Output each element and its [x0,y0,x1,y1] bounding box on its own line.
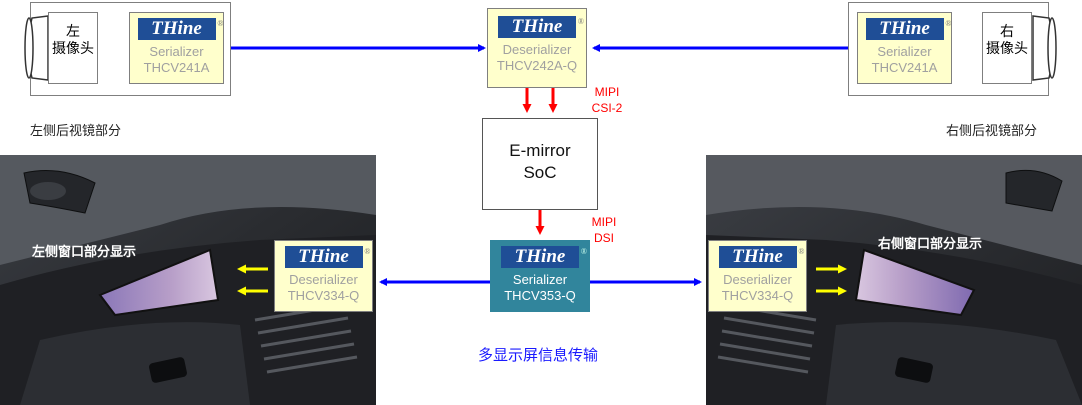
center-serializer-part: THCV353-Q [504,288,576,303]
right-display-yellow-arrows [816,264,847,296]
left-serializer-part: THCV241A [143,60,210,75]
right-display-part: THCV334-Q [721,288,794,303]
center-serializer-role: Serializer [512,272,568,287]
multi-display-caption: 多显示屏信息传输 [478,347,599,364]
right-camera-lens-icon [1032,15,1057,81]
left-display-part: THCV334-Q [287,288,360,303]
right-display-caption: 右侧窗口部分显示 [878,236,983,251]
left-camera-label-2: 摄像头 [52,40,94,56]
right-display-deserializer-chip: THine® Deserializer THCV334-Q [708,240,807,312]
left-display-caption: 左侧窗口部分显示 [32,244,137,259]
e-mirror-soc: E-mirror SoC [482,118,598,210]
left-serializer-role: Serializer [149,44,204,59]
left-display-yellow-arrows [237,264,268,296]
center-deserializer-role: Deserializer [502,42,572,57]
center-deserializer-chip: THine® Deserializer THCV242A-Q [487,8,587,88]
left-display-deserializer-chip: THine® Deserializer THCV334-Q [274,240,373,312]
thine-logo: THine® [718,246,805,268]
right-serializer-role: Serializer [877,44,932,59]
left-camera: 左 摄像头 [48,12,98,84]
right-mirror-caption: 右侧后视镜部分 [946,123,1038,138]
left-camera-label-1: 左 [66,23,80,39]
left-mirror-caption: 左侧后视镜部分 [30,123,122,138]
thine-logo: THine® [501,246,587,268]
right-serializer-part: THCV241A [871,60,938,75]
thine-logo: THine® [865,18,952,40]
soc-label-2: SoC [523,163,557,182]
right-camera-label-1: 右 [1000,23,1014,39]
thine-logo: THine® [137,18,224,40]
left-serializer-chip: THine® Serializer THCV241A [129,12,224,84]
right-serializer-chip: THine® Serializer THCV241A [857,12,952,84]
right-display-role: Deserializer [723,272,792,287]
soc-label-1: E-mirror [509,141,571,160]
left-camera-lens-icon [24,15,49,81]
right-camera-label-2: 摄像头 [986,40,1028,56]
center-deserializer-part: THCV242A-Q [496,58,578,73]
right-camera: 右 摄像头 [982,12,1032,84]
center-serializer-chip: THine® Serializer THCV353-Q [490,240,590,312]
left-display-role: Deserializer [289,272,358,287]
thine-logo: THine® [498,16,584,38]
thine-logo: THine® [284,246,371,268]
